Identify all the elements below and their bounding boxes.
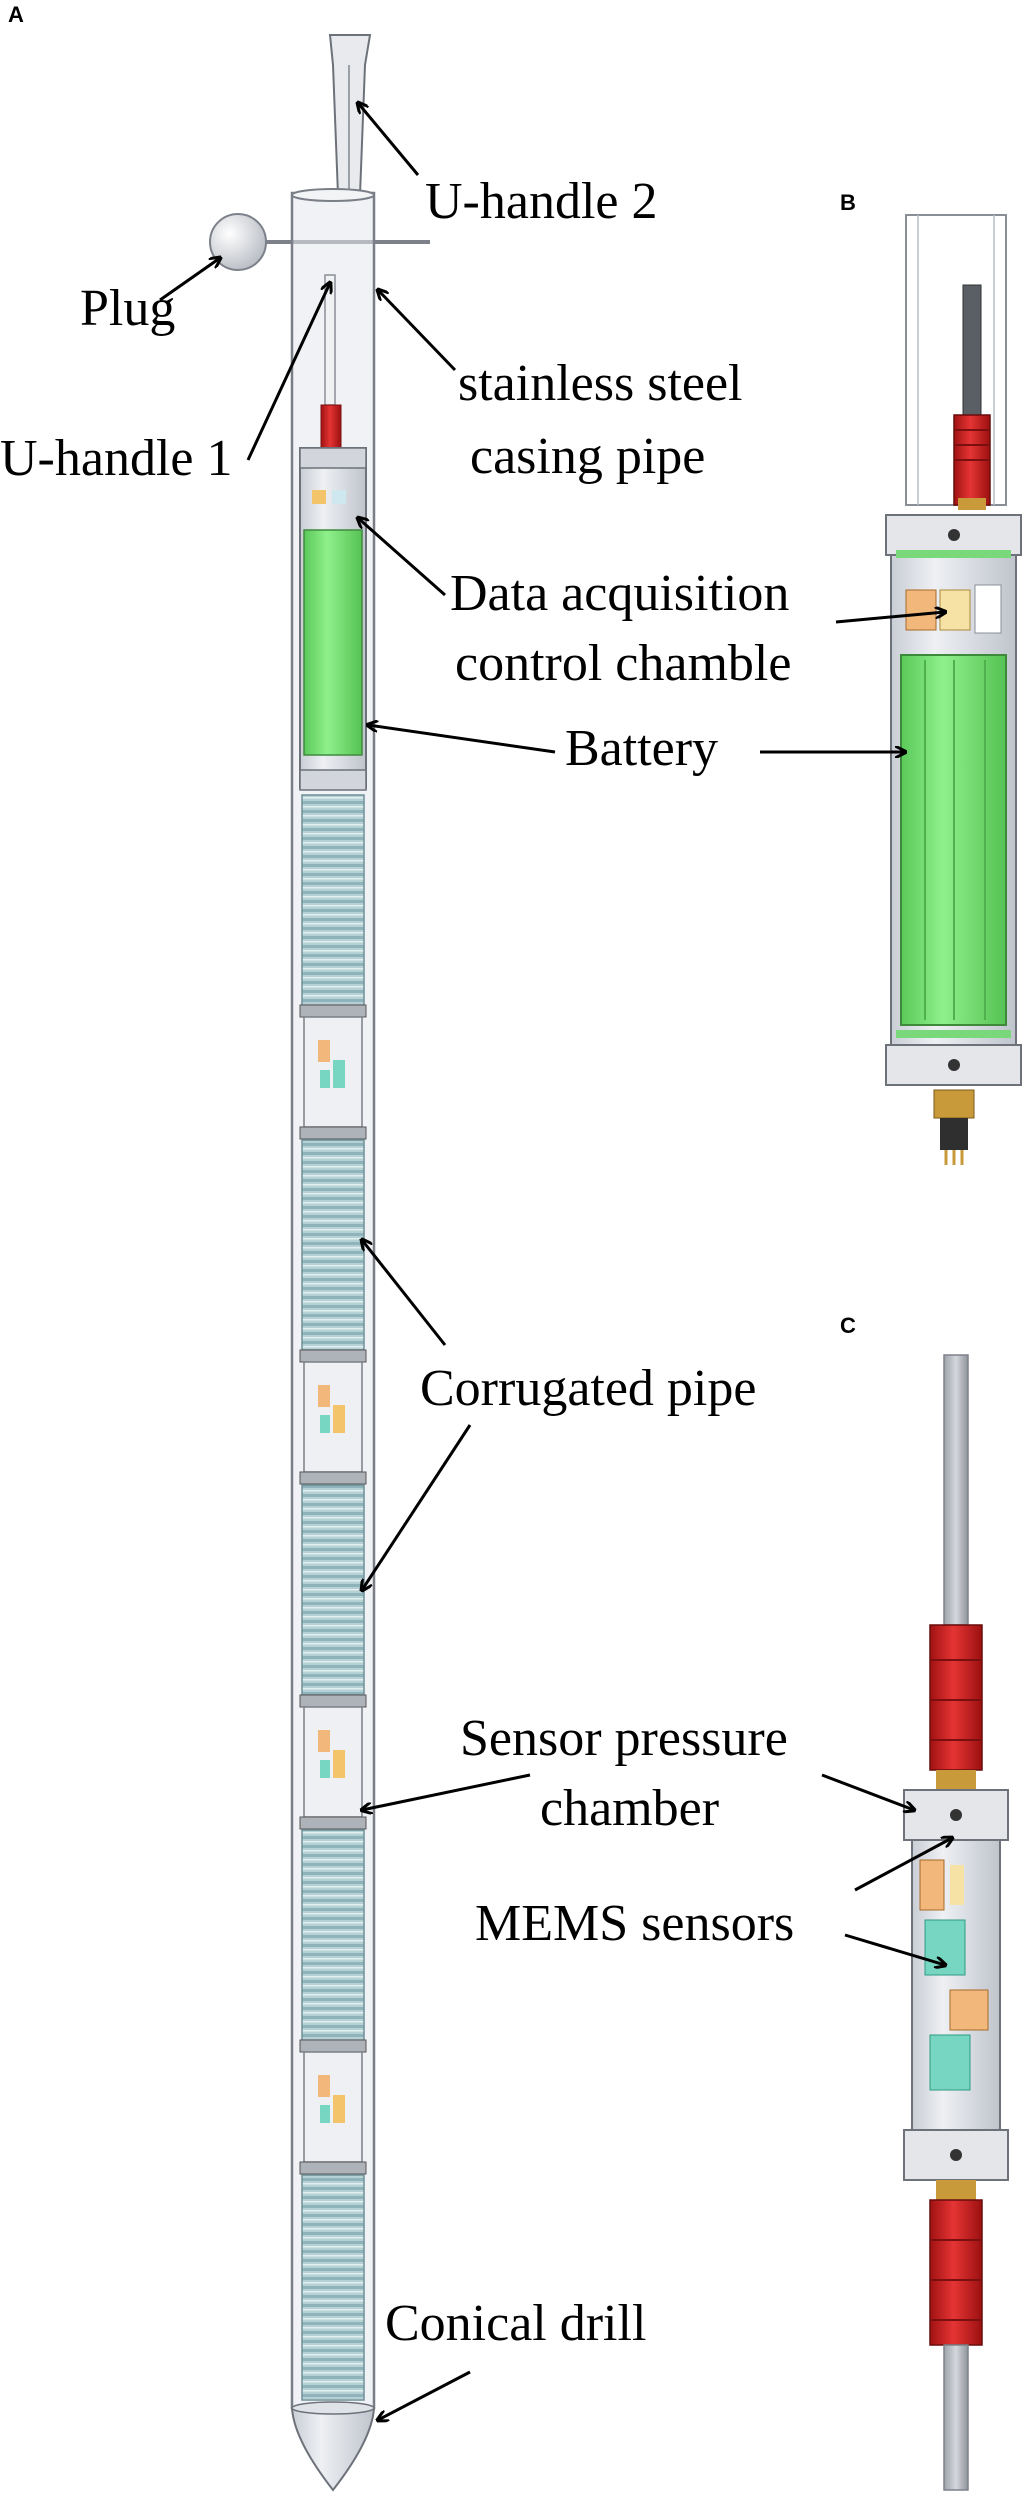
label-mems-sensors: MEMS sensors <box>475 1895 794 1952</box>
label-battery: Battery <box>565 720 718 777</box>
panel-c-detail <box>903 1354 1009 2491</box>
arrow-sensor-chamber-a <box>362 1773 531 1810</box>
label-daq-line1: Data acquisition <box>450 565 789 622</box>
c-bottom-rod <box>943 2344 969 2491</box>
label-casing-line1: stainless steel <box>458 355 743 412</box>
corrugated-pipe-2 <box>301 1139 365 1351</box>
arrow-u-handle-1 <box>246 283 330 461</box>
label-u-handle-1: U-handle 1 <box>0 430 232 487</box>
callout-arrows <box>159 103 952 2420</box>
conical-drill <box>290 2407 376 2492</box>
arrow-plug <box>159 258 220 302</box>
label-sensor-chamber-line2: chamber <box>540 1780 719 1837</box>
c-top-red <box>929 1624 983 1771</box>
label-casing-line2: casing pipe <box>470 428 705 485</box>
panel-label-a: A <box>8 2 24 27</box>
arrow-daq-b <box>835 612 945 624</box>
c-mems-sensor-2 <box>929 2034 971 2091</box>
c-top-rod <box>943 1354 969 1626</box>
arrow-conical-drill <box>378 2370 471 2420</box>
c-bottom-red <box>929 2199 983 2346</box>
label-conical-drill: Conical drill <box>385 2295 646 2352</box>
arrow-mems-2 <box>844 1933 945 1965</box>
arrow-corrugated-2 <box>362 1424 472 1590</box>
panel-label-c: C <box>840 1313 856 1338</box>
panel-b-detail <box>885 214 1022 1165</box>
arrow-u-handle-2 <box>358 103 420 176</box>
b-rod <box>962 284 982 416</box>
label-daq-line2: control chamble <box>455 635 791 692</box>
corrugated-pipe-5 <box>301 2174 365 2401</box>
arrow-casing <box>378 290 457 372</box>
arrow-corrugated-1 <box>362 1240 447 1346</box>
arrow-daq-a <box>358 518 446 597</box>
c-mems-sensor-1 <box>924 1919 966 1976</box>
battery-a <box>303 529 363 756</box>
label-plug: Plug <box>80 280 175 337</box>
corrugated-pipe-3 <box>301 1484 365 1696</box>
corrugated-pipe-1 <box>301 794 365 1006</box>
u-handle-1 <box>324 274 336 406</box>
arrow-sensor-chamber-c <box>821 1773 914 1810</box>
label-sensor-chamber-line1: Sensor pressure <box>460 1710 788 1767</box>
arrow-mems-1 <box>854 1838 952 1892</box>
panel-label-b: B <box>840 190 856 215</box>
panel-a-probe <box>209 34 430 2492</box>
label-corrugated-pipe: Corrugated pipe <box>420 1360 756 1417</box>
plug-sphere <box>209 213 267 271</box>
label-u-handle-2: U-handle 2 <box>425 173 657 230</box>
arrow-battery-a <box>368 725 556 754</box>
corrugated-pipe-4 <box>301 1829 365 2041</box>
